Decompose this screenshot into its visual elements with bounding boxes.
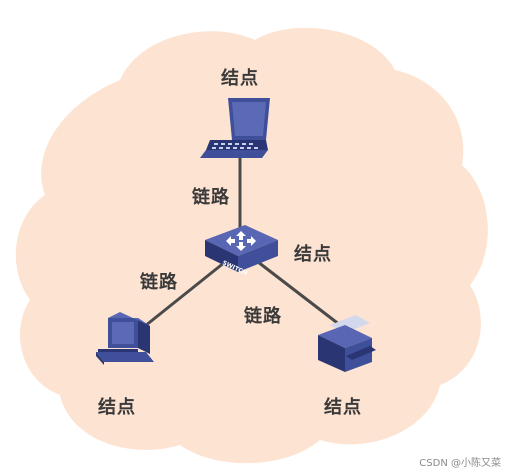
node-label-top: 结点 bbox=[221, 68, 259, 89]
link-label-right: 链路 bbox=[244, 306, 282, 327]
laptop-icon bbox=[200, 98, 270, 158]
node-label-center: 结点 bbox=[294, 244, 332, 265]
node-label-bottom-right: 结点 bbox=[324, 397, 362, 418]
link-line-right bbox=[257, 260, 341, 327]
node-label-bottom-left: 结点 bbox=[98, 397, 136, 418]
links bbox=[139, 158, 341, 332]
link-line-left bbox=[139, 260, 226, 332]
printer-icon bbox=[318, 315, 376, 372]
link-label-top: 链路 bbox=[192, 187, 230, 208]
watermark: CSDN @小陈又菜 bbox=[419, 458, 501, 469]
link-label-left: 链路 bbox=[140, 272, 178, 293]
desktop-computer-icon bbox=[96, 312, 154, 365]
